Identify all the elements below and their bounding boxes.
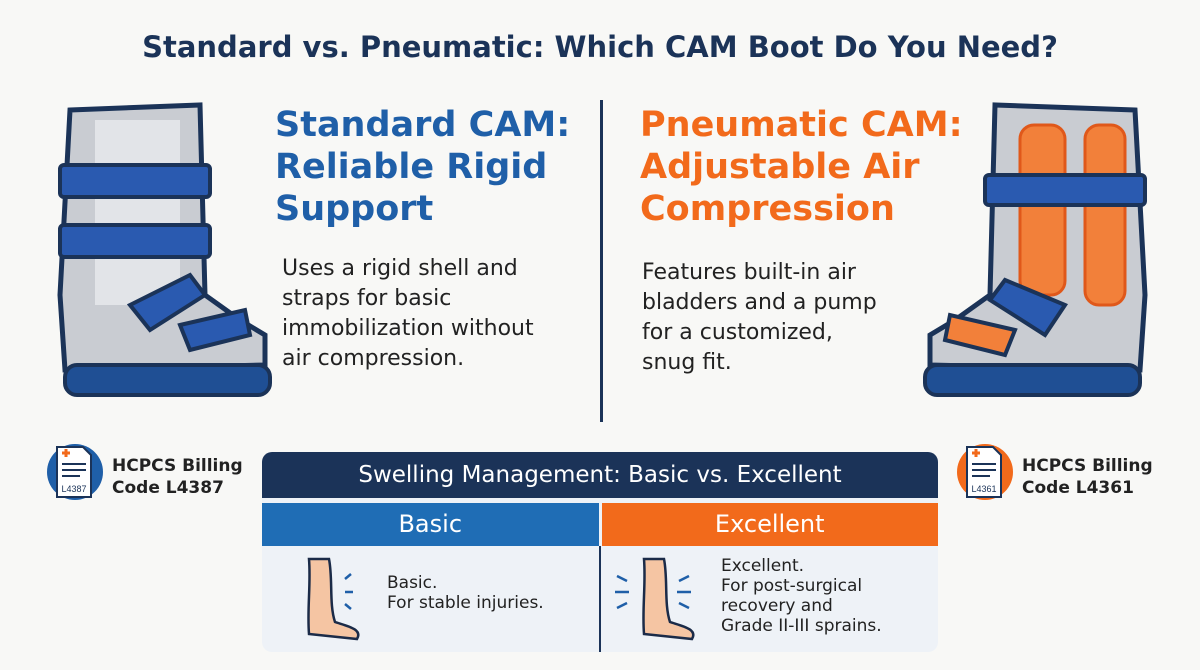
divider xyxy=(600,100,603,422)
standard-billing-code: HCPCS Billing Code L4387 xyxy=(112,455,243,499)
basic-cell: Basic. For stable injuries. xyxy=(262,546,599,652)
column-header-excellent: Excellent xyxy=(601,503,938,546)
billing-document-icon: L4387 xyxy=(47,444,103,500)
excellent-cell: Excellent. For post-surgical recovery an… xyxy=(599,546,938,652)
badge-line: HCPCS Billing xyxy=(1022,456,1153,476)
table-title: Swelling Management: Basic vs. Excellent xyxy=(262,452,938,498)
pneumatic-billing-code: HCPCS Billing Code L4361 xyxy=(1022,455,1153,499)
leg-swelling-icon xyxy=(307,557,360,641)
description-line: bladders and a pump xyxy=(642,290,877,315)
heading-line: Compression xyxy=(640,189,895,229)
badge-line: Code L4361 xyxy=(1022,478,1134,498)
standard-cam-heading: Standard CAM: Reliable Rigid Support xyxy=(275,104,570,230)
description-line: Excellent. xyxy=(721,556,805,576)
description-line: snug fit. xyxy=(642,350,732,375)
heading-line: Standard CAM: xyxy=(275,105,571,145)
description-line: Uses a rigid shell and xyxy=(282,256,518,281)
description-line: immobilization without xyxy=(282,316,534,341)
column-header-basic: Basic xyxy=(262,503,599,546)
pneumatic-cam-description: Features built-in air bladders and a pum… xyxy=(642,258,877,378)
badge-line: Code L4387 xyxy=(112,478,224,498)
billing-document-icon: L4361 xyxy=(957,444,1013,500)
description-line: For post-surgical xyxy=(721,576,863,596)
pneumatic-cam-boot-icon xyxy=(923,102,1148,397)
description-line: Features built-in air xyxy=(642,260,856,285)
heading-line: Support xyxy=(275,189,434,229)
badge-line: HCPCS Billing xyxy=(112,456,243,476)
description-line: recovery and xyxy=(721,596,833,616)
heading-line: Adjustable Air xyxy=(640,147,920,187)
pneumatic-cam-heading: Pneumatic CAM: Adjustable Air Compressio… xyxy=(640,104,963,230)
heading-line: Pneumatic CAM: xyxy=(640,105,963,145)
description-line: for a customized, xyxy=(642,320,833,345)
badge-icon-code: L4387 xyxy=(61,484,86,494)
description-line: Grade II-III sprains. xyxy=(721,616,882,636)
standard-cam-boot-icon xyxy=(57,102,272,397)
swelling-comparison-table: Swelling Management: Basic vs. Excellent… xyxy=(262,452,938,652)
standard-cam-description: Uses a rigid shell and straps for basic … xyxy=(282,254,534,374)
basic-description: Basic. For stable injuries. xyxy=(387,573,544,613)
badge-icon-code: L4361 xyxy=(971,484,996,494)
page-title: Standard vs. Pneumatic: Which CAM Boot D… xyxy=(142,30,1058,64)
description-line: straps for basic xyxy=(282,286,452,311)
description-line: Basic. xyxy=(387,573,438,593)
description-line: air compression. xyxy=(282,346,465,371)
leg-compression-icon xyxy=(615,557,695,641)
description-line: For stable injuries. xyxy=(387,593,544,613)
heading-line: Reliable Rigid xyxy=(275,147,548,187)
excellent-description: Excellent. For post-surgical recovery an… xyxy=(721,556,882,636)
